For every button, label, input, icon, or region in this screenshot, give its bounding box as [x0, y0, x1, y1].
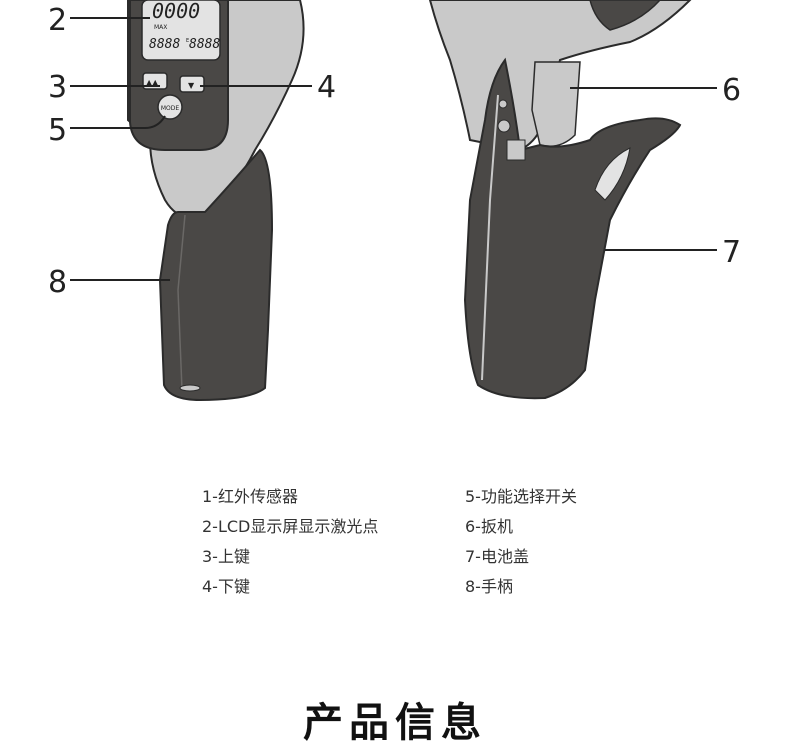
legend-left-4: 4-下键	[202, 577, 250, 596]
lcd-sub-mid: E	[186, 38, 189, 44]
down-button-label: ▼	[188, 81, 195, 90]
mode-button[interactable]	[157, 94, 183, 120]
lcd-sub-right: 8888	[189, 37, 220, 52]
legend-right-3: 7-电池盖	[465, 547, 529, 566]
handle-edge-line	[177, 214, 186, 391]
handle-base-slot	[179, 384, 201, 392]
leader-lines	[70, 17, 717, 281]
latch-hole-2	[497, 119, 511, 133]
down-button[interactable]	[179, 75, 205, 93]
callout-4: 4	[317, 70, 336, 105]
trigger[interactable]	[531, 61, 581, 147]
lcd-max-label: MAX	[154, 24, 167, 31]
front-view-device: 0000 MAX 8888 E 8888 ▲▲ ▼ MODE	[127, 0, 305, 402]
thermometer-diagram: 0000 MAX 8888 E 8888 ▲▲ ▼ MODE	[48, 0, 741, 402]
leader-5	[70, 115, 166, 129]
lcd-main-reading: 0000	[152, 0, 200, 23]
battery-cover-edge	[481, 94, 499, 381]
latch-hole-1	[498, 99, 508, 109]
legend-left-2: 2-LCD显示屏显示激光点	[202, 517, 379, 536]
front-handle	[158, 148, 274, 402]
side-head-dark	[589, 0, 662, 31]
callout-2: 2	[48, 3, 67, 38]
clip	[506, 139, 526, 161]
legend-right-2: 6-扳机	[465, 517, 513, 536]
callout-8: 8	[48, 265, 67, 300]
lcd-sub-left: 8888	[149, 37, 180, 52]
lcd-screen	[141, 0, 221, 61]
side-view-device	[428, 0, 692, 400]
callout-7: 7	[722, 235, 741, 270]
callout-5: 5	[48, 113, 67, 148]
section-title: 产品信息	[303, 700, 487, 746]
callout-3: 3	[48, 70, 67, 105]
callout-numbers: 2 3 4 5 6 7 8	[48, 3, 741, 300]
mode-button-label: MODE	[161, 105, 180, 112]
battery-cover-highlight	[594, 147, 631, 201]
legend-right-1: 5-功能选择开关	[465, 487, 577, 506]
legend-right-4: 8-手柄	[465, 577, 513, 596]
callout-6: 6	[722, 73, 741, 108]
legend-left-3: 3-上键	[202, 547, 250, 566]
legend-left-1: 1-红外传感器	[202, 487, 298, 506]
up-button-label: ▲▲	[146, 78, 159, 87]
